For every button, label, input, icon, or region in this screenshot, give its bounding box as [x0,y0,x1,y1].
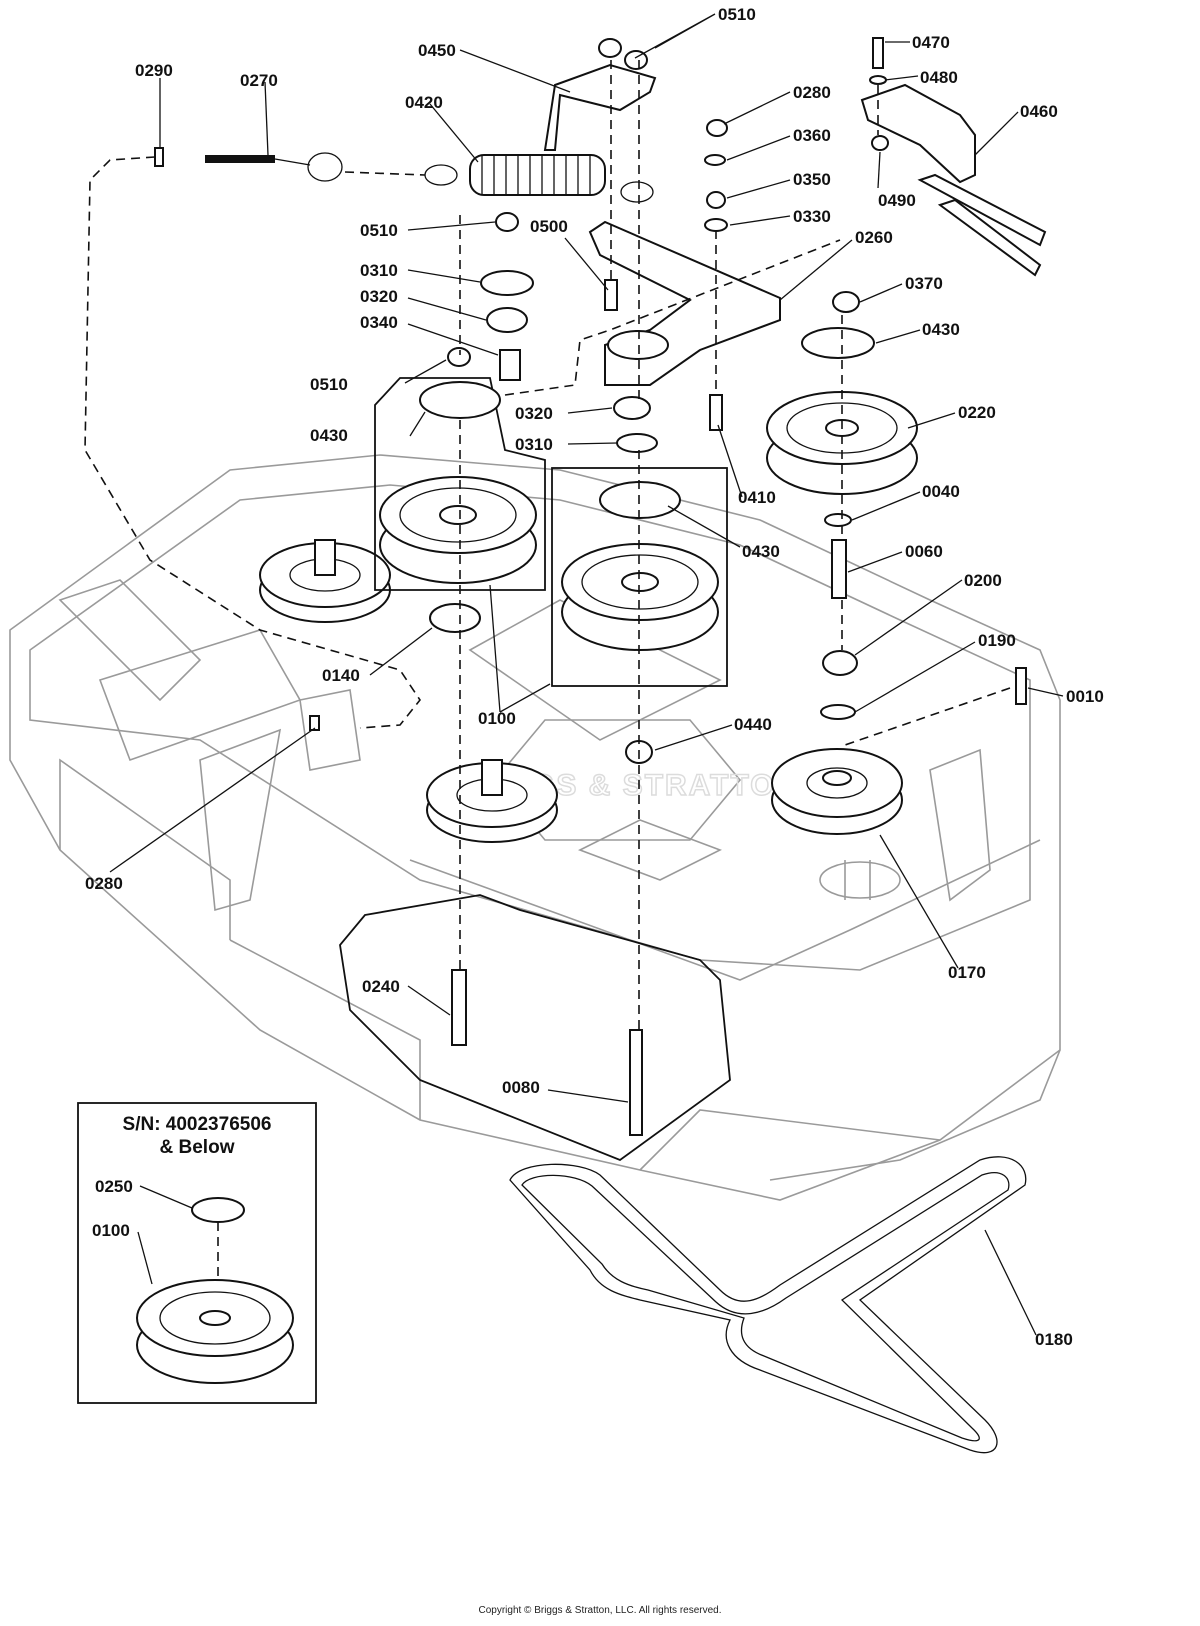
label-0410: 0410 [738,488,776,507]
label-0100-inset: 0100 [92,1221,130,1240]
label-0450: 0450 [418,41,456,60]
label-0420: 0420 [405,93,443,112]
label-0310-center: 0310 [515,435,553,454]
cable-path [84,156,421,729]
label-0310-left: 0310 [360,261,398,280]
label-0280-top: 0280 [793,83,831,102]
label-0080: 0080 [502,1078,540,1097]
label-0510-top: 0510 [718,5,756,24]
vertical-axis-lines [459,60,879,1030]
inset-serial-line: S/N: 4002376506 [123,1114,272,1135]
spindle-pulley-left [259,539,391,623]
inset-idler-pulley [136,1279,294,1384]
copyright-notice: Copyright © Briggs & Stratton, LLC. All … [478,1605,722,1616]
label-0190: 0190 [978,631,1016,650]
spring-hook-path [344,171,426,176]
label-0320-center: 0320 [515,404,553,423]
spindle-pulley-right [771,748,903,835]
label-0440: 0440 [734,715,772,734]
label-0510-low: 0510 [310,375,348,394]
label-0500: 0500 [530,217,568,236]
label-0060: 0060 [905,542,943,561]
leader-lines [109,13,1064,1336]
spindle-pulley-center [426,759,558,843]
inset-below-line: & Below [160,1137,235,1158]
label-0180: 0180 [1035,1330,1073,1349]
idler-pulley-right [561,543,719,651]
idler-pulley-left [379,476,537,584]
label-0370: 0370 [905,274,943,293]
label-0140: 0140 [322,666,360,685]
label-0430-right: 0430 [922,320,960,339]
lift-bracket [860,83,1047,277]
label-0350: 0350 [793,170,831,189]
label-0330: 0330 [793,207,831,226]
label-0430-center: 0430 [742,542,780,561]
label-0290: 0290 [135,61,173,80]
label-0430-left: 0430 [310,426,348,445]
label-0510-mid: 0510 [360,221,398,240]
part-labels: 0510 0450 0420 0290 0270 0470 0480 0460 … [85,5,1104,1349]
hardware [154,37,1027,1136]
label-0270: 0270 [240,71,278,90]
label-0200: 0200 [964,571,1002,590]
label-0100: 0100 [478,709,516,728]
label-0280-low: 0280 [85,874,123,893]
label-0490: 0490 [878,191,916,210]
label-0250: 0250 [95,1177,133,1196]
label-0220: 0220 [958,403,996,422]
idler-route-path [504,239,841,396]
idler-arm [588,220,781,386]
drive-belt [509,1156,1027,1454]
right-pulley-route [844,687,1011,746]
label-0260: 0260 [855,228,893,247]
label-0320-left: 0320 [360,287,398,306]
label-0480: 0480 [920,68,958,87]
eye-bolt-rod [205,152,343,182]
spring-bracket [543,63,657,151]
label-0340: 0340 [360,313,398,332]
label-0010: 0010 [1066,687,1104,706]
label-0460: 0460 [1020,102,1058,121]
label-0240: 0240 [362,977,400,996]
mower-deck: BRIGGS & STRATTON [9,454,1061,1201]
label-0360: 0360 [793,126,831,145]
tension-spring [424,154,654,203]
label-0170: 0170 [948,963,986,982]
bolt-group-box [339,894,731,1162]
inset-panel: S/N: 4002376506 & Below [77,1102,317,1404]
label-0040: 0040 [922,482,960,501]
label-0470: 0470 [912,33,950,52]
